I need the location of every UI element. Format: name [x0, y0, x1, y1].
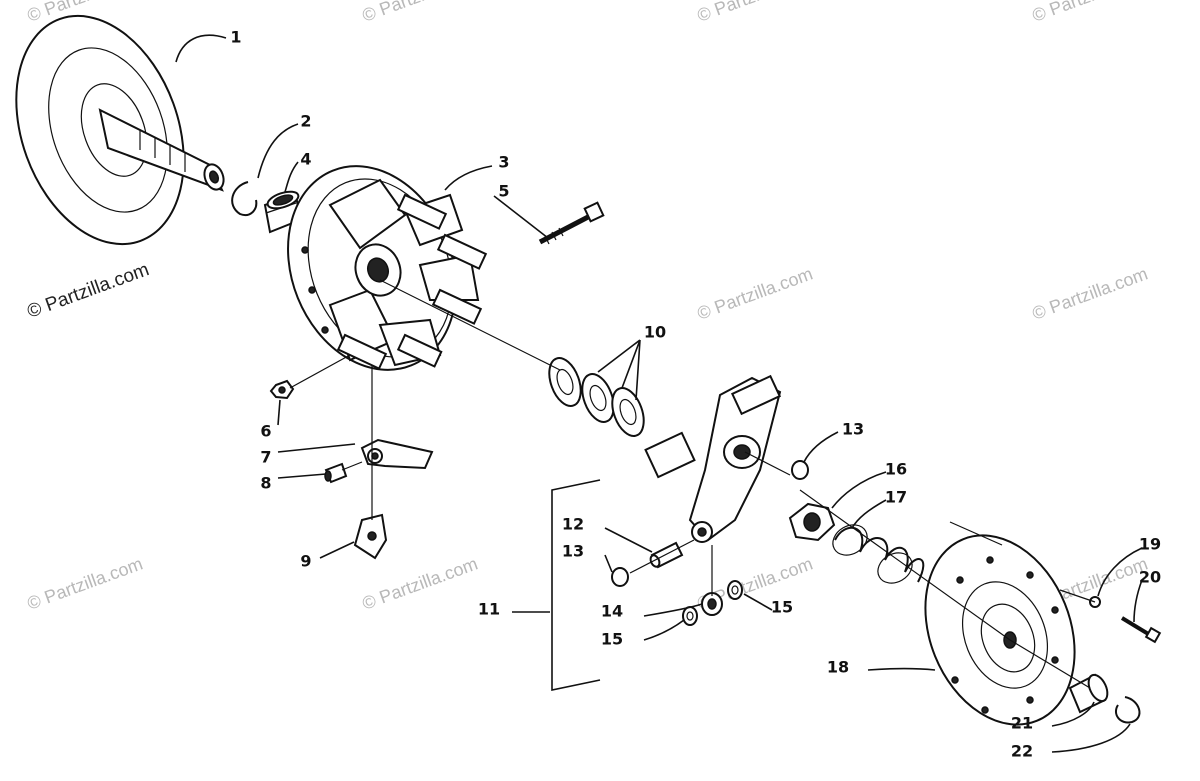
watermark-text: © Partzilla.com: [1030, 263, 1151, 323]
callout-6[interactable]: 6: [260, 422, 271, 441]
watermark-text: © Partzilla.com: [1030, 0, 1151, 26]
callout-3[interactable]: 3: [498, 153, 509, 172]
part-9-clip[interactable]: [353, 513, 388, 560]
callout-16[interactable]: 16: [885, 460, 907, 479]
callout-2[interactable]: 2: [300, 112, 311, 131]
callout-18[interactable]: 18: [827, 658, 849, 677]
callout-15[interactable]: 15: [771, 598, 793, 617]
callout-9[interactable]: 9: [300, 552, 311, 571]
callout-13[interactable]: 13: [842, 420, 864, 439]
callout-4[interactable]: 4: [300, 150, 311, 169]
part-15-washer-right[interactable]: [727, 580, 743, 600]
part-5-bolt[interactable]: [538, 201, 605, 245]
part-1-sheave[interactable]: [0, 0, 227, 268]
part-12-pin[interactable]: [649, 541, 684, 569]
part-20-screw[interactable]: [1120, 616, 1162, 644]
callout-20[interactable]: 20: [1139, 568, 1161, 587]
part-17-spring[interactable]: [827, 519, 925, 589]
callout-14[interactable]: 14: [601, 602, 623, 621]
part-13-roller-upper[interactable]: [791, 460, 809, 480]
part-22-snap-ring[interactable]: [1114, 696, 1141, 724]
part-18-cover[interactable]: [898, 513, 1101, 747]
part-11-roller-arm-assembly[interactable]: [644, 374, 782, 543]
leader-lines: [175, 34, 1143, 753]
part-8-pin[interactable]: [324, 462, 348, 484]
part-21-bushing[interactable]: [1068, 672, 1111, 714]
callout-5[interactable]: 5: [498, 182, 509, 201]
watermark-text: © Partzilla.com: [360, 553, 481, 613]
callout-21[interactable]: 21: [1011, 714, 1033, 733]
callout-13[interactable]: 13: [562, 542, 584, 561]
part-15-washer-left[interactable]: [682, 606, 698, 626]
watermark-text: © Partzilla.com: [25, 259, 152, 323]
watermark-layer: © Partzilla.com © Partzilla.com © Partzill…: [25, 0, 1151, 614]
part-6-nut[interactable]: [269, 379, 295, 400]
callout-17[interactable]: 17: [885, 488, 907, 507]
watermark-text: © Partzilla.com: [360, 0, 481, 26]
part-16-hex-nut[interactable]: [788, 502, 836, 542]
callout-19[interactable]: 19: [1139, 535, 1161, 554]
watermark-text: © Partzilla.com: [695, 0, 816, 26]
part-10-washers[interactable]: [543, 354, 649, 441]
callout-7[interactable]: 7: [260, 448, 271, 467]
callout-1[interactable]: 1: [230, 28, 241, 47]
part-3-spider-housing[interactable]: [258, 141, 488, 396]
callout-22[interactable]: 22: [1011, 742, 1033, 761]
callout-11[interactable]: 11: [478, 600, 500, 619]
assembly-lines: [289, 279, 1096, 691]
callout-8[interactable]: 8: [260, 474, 271, 493]
callout-12[interactable]: 12: [562, 515, 584, 534]
callout-15[interactable]: 15: [601, 630, 623, 649]
part-2-snap-ring[interactable]: [231, 181, 258, 216]
callout-10[interactable]: 10: [644, 323, 666, 342]
part-13-roller[interactable]: [611, 567, 629, 587]
watermark-text: © Partzilla.com: [695, 263, 816, 323]
part-14-roller[interactable]: [701, 592, 723, 616]
watermark-text: © Partzilla.com: [25, 553, 146, 613]
